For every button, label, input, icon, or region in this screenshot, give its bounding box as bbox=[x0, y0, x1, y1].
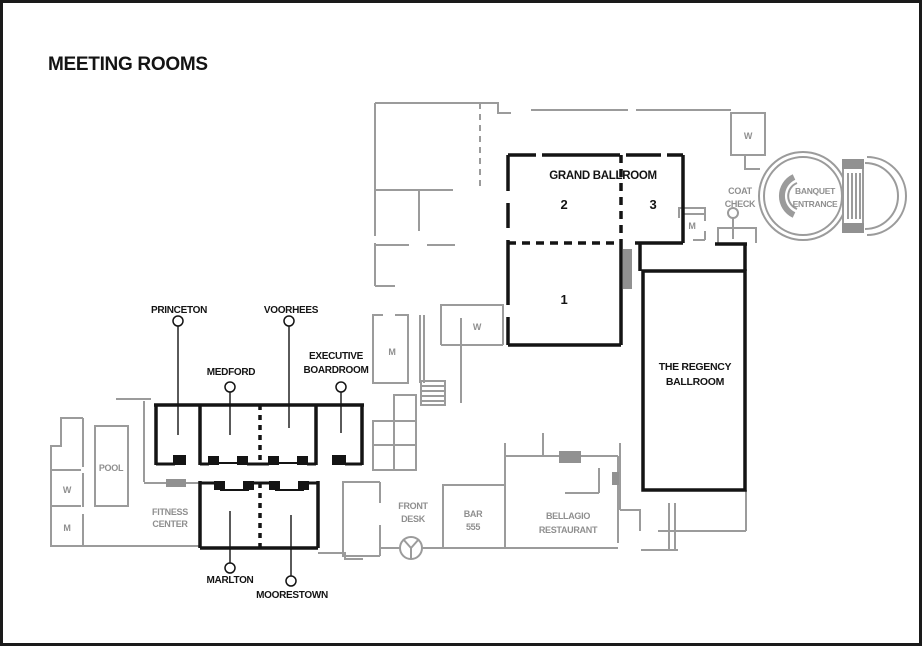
label-section-1: 1 bbox=[561, 292, 568, 307]
front-desk-counter bbox=[342, 481, 381, 557]
label-banquet-line2: ENTRANCE bbox=[793, 199, 838, 209]
banquet-rotunda bbox=[758, 151, 907, 241]
regency-ballroom-walls bbox=[641, 242, 747, 492]
label-banquet-line1: BANQUET bbox=[795, 186, 836, 196]
page-title: MEETING ROOMS bbox=[48, 54, 208, 75]
label-women-pool: W bbox=[63, 485, 72, 495]
label-coat-line2: CHECK bbox=[725, 199, 756, 209]
label-section-3: 3 bbox=[650, 197, 657, 212]
label-bar-line1: BAR bbox=[464, 509, 483, 519]
label-men-pool: M bbox=[63, 523, 70, 533]
coat-check-room bbox=[717, 227, 757, 243]
label-front-desk-line2: DESK bbox=[401, 514, 426, 524]
label-men-mid: M bbox=[388, 347, 395, 357]
label-regency-line1: THE REGENCY bbox=[659, 361, 732, 373]
label-grand-ballroom: GRAND BALLROOM bbox=[549, 170, 657, 182]
label-bellagio-line2: RESTAURANT bbox=[539, 525, 598, 535]
label-fitness-line1: FITNESS bbox=[152, 507, 188, 517]
bellagio-room bbox=[504, 433, 619, 549]
label-women-mid: W bbox=[473, 322, 482, 332]
gray-walls bbox=[50, 102, 907, 560]
coat-check-marker bbox=[727, 207, 739, 219]
label-executive-line2: BOARDROOM bbox=[303, 365, 368, 376]
restroom-women-mid bbox=[440, 304, 504, 345]
floor-plan-svg: MEETING ROOMS GRAND BALLROOM 2 3 1 THE R… bbox=[48, 54, 907, 601]
revolving-door-icon bbox=[399, 536, 423, 560]
label-bellagio-line1: BELLAGIO bbox=[546, 511, 590, 521]
label-bar-line2: 555 bbox=[466, 522, 480, 532]
label-section-2: 2 bbox=[561, 197, 568, 212]
label-marlton: MARLTON bbox=[207, 575, 254, 586]
label-moorestown: MOORESTOWN bbox=[256, 590, 328, 601]
label-women-top: W bbox=[744, 131, 753, 141]
label-princeton: PRINCETON bbox=[151, 305, 207, 316]
elevators bbox=[372, 394, 417, 471]
label-coat-line1: COAT bbox=[728, 186, 752, 196]
grand-ballroom-walls bbox=[506, 153, 685, 347]
label-front-desk-line1: FRONT bbox=[398, 501, 428, 511]
label-fitness-line2: CENTER bbox=[152, 519, 188, 529]
stairs bbox=[420, 380, 446, 406]
black-walls bbox=[154, 153, 747, 550]
restroom-men-mid bbox=[372, 314, 409, 384]
meeting-rooms-bottom-row bbox=[198, 481, 320, 550]
leader-lines bbox=[172, 315, 347, 587]
restroom-women-top bbox=[730, 112, 766, 156]
restroom-men-right bbox=[678, 207, 706, 241]
label-medford: MEDFORD bbox=[207, 367, 256, 378]
pool-room bbox=[94, 425, 129, 507]
label-voorhees: VOORHEES bbox=[264, 305, 319, 316]
meeting-rooms-top-row bbox=[154, 403, 364, 466]
label-pool: POOL bbox=[99, 463, 124, 473]
label-executive-line1: EXECUTIVE bbox=[309, 351, 364, 362]
label-regency-line2: BALLROOM bbox=[666, 376, 725, 388]
label-men-right: M bbox=[688, 221, 695, 231]
